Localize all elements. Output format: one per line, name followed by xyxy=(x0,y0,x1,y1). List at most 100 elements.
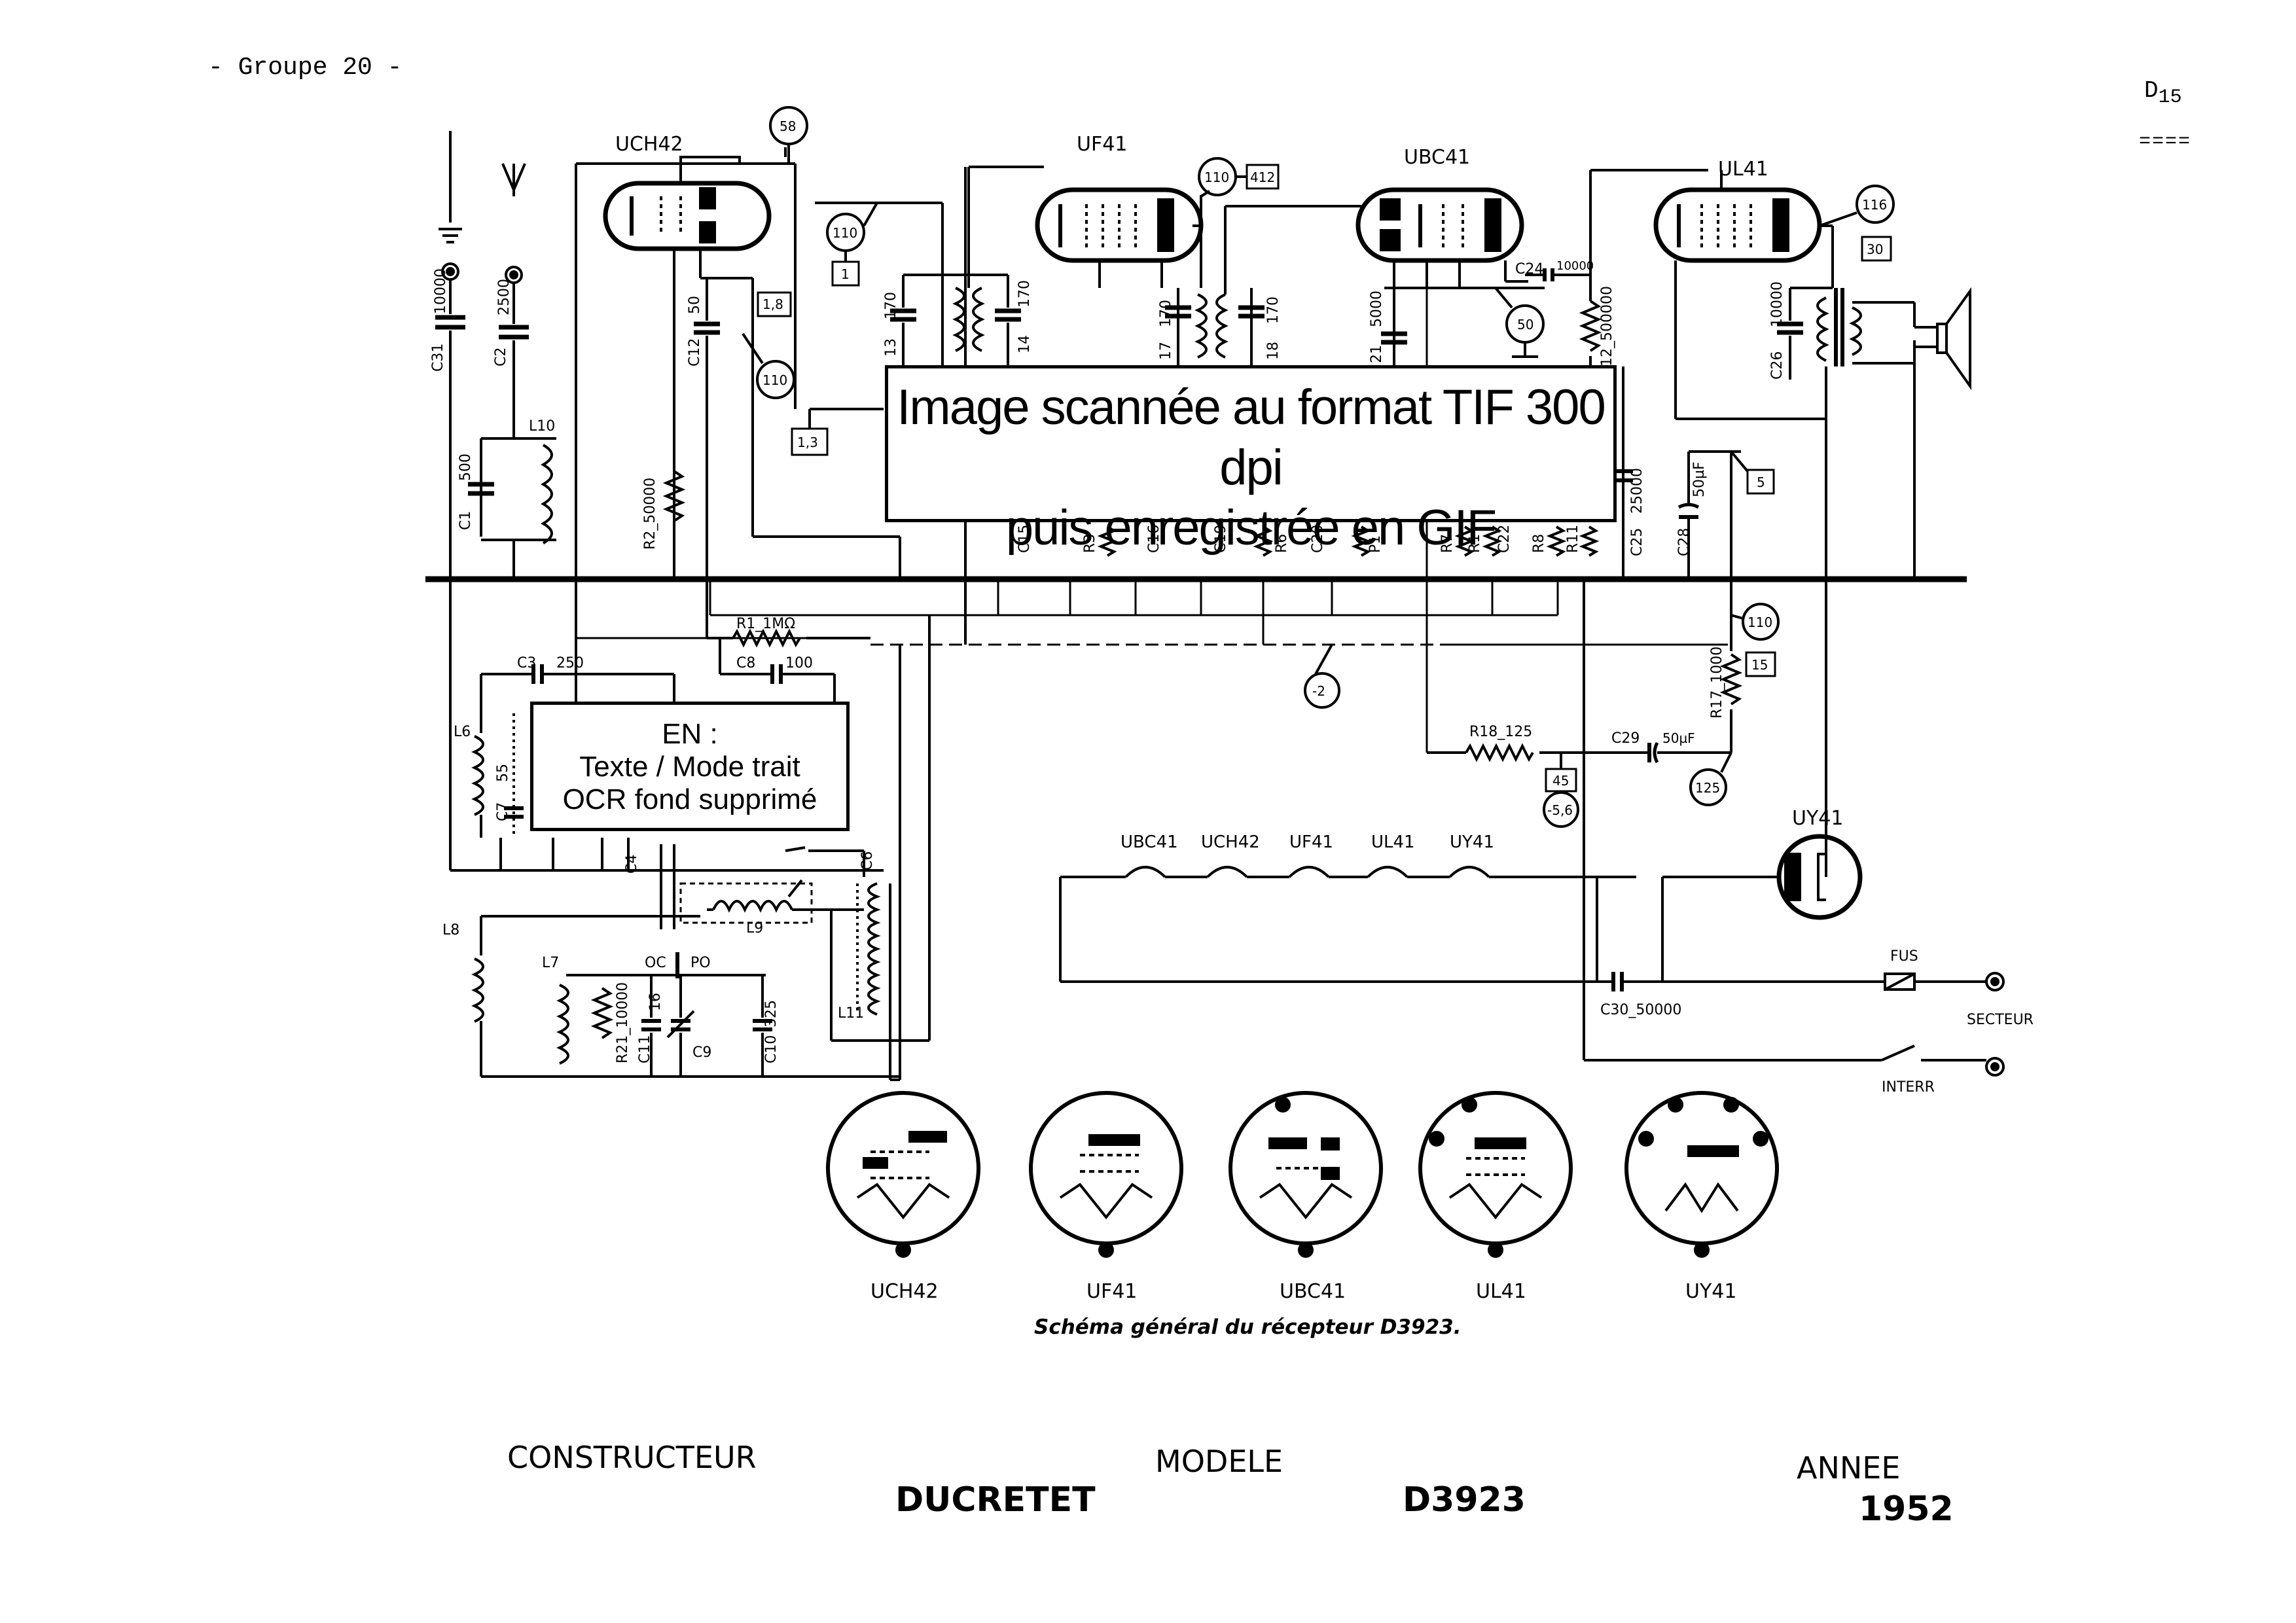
r18-label: R18_125 xyxy=(1469,724,1532,740)
scan-notice-line1: Image scannée au format TIF 300 dpi xyxy=(897,380,1605,495)
wavechange-section: L8 L7 R21_10000 16 C11 C9 OC PO 325 C10 xyxy=(442,915,900,1078)
c3-value: 250 xyxy=(556,655,584,671)
annee-value: 1952 xyxy=(1859,1489,1954,1529)
base-uf41: UF41 xyxy=(1029,1091,1183,1303)
ul41-tube-label: UL41 xyxy=(1718,158,1768,181)
page-ref-letter: D xyxy=(2144,77,2159,104)
marker-minus-2: -2 xyxy=(1304,644,1340,709)
r1b-label: R1 xyxy=(1467,534,1483,553)
modele-value: D3923 xyxy=(1403,1480,1526,1520)
oc-label: OC xyxy=(645,955,666,971)
c31-value: 10000 xyxy=(433,268,449,314)
r11-label: R11 xyxy=(1565,525,1581,553)
c6-label: C6 xyxy=(859,851,876,870)
page-ref-number: 15 xyxy=(2158,86,2182,109)
c4-label: C4 xyxy=(624,855,640,874)
c26-label: C26 xyxy=(1769,351,1785,380)
c14-label: 14 xyxy=(1016,335,1033,353)
c1-value: 500 xyxy=(457,454,474,481)
l9-label: L9 xyxy=(746,920,763,936)
c11-value: 16 xyxy=(647,993,664,1011)
marker-110b: 110 xyxy=(1204,169,1229,185)
c28-value: 50µF xyxy=(1691,461,1708,497)
c25-value: 25000 xyxy=(1629,468,1645,514)
base-ubc41-label: UBC41 xyxy=(1280,1280,1346,1303)
c25-c28-section: 25000 C25 50µF C28 5 xyxy=(1613,366,1775,579)
filament-uf41: UF41 xyxy=(1289,832,1333,852)
c21-value: 5000 xyxy=(1369,291,1385,327)
tube-bases: UCH42 UF41 UBC41 xyxy=(826,1091,1779,1303)
c24-value: 10000 xyxy=(1556,259,1594,273)
filament-chain: UBC41 UCH42 UF41 UL41 UY41 xyxy=(1059,579,1664,1060)
marker-125: 125 xyxy=(1695,780,1720,796)
c1-label: C1 xyxy=(457,511,474,530)
c13-value: 170 xyxy=(883,292,899,319)
marker-1: 1 xyxy=(841,266,850,282)
c25-label: C25 xyxy=(1629,528,1645,556)
c19-label: C19 xyxy=(1213,525,1229,553)
c24-label: C24 xyxy=(1515,261,1543,277)
base-uy41: UY41 xyxy=(1624,1091,1779,1303)
page-reference: D15 xyxy=(2144,77,2182,109)
r2-label: R2_50000 xyxy=(642,478,658,550)
if1-section: 110 1 170 13 170 14 xyxy=(815,166,1044,366)
power-section: R18_125 45 -5,6 C29 50µF R17_1000 110 15… xyxy=(1427,579,1827,877)
l6-label: L6 xyxy=(454,724,471,740)
ubc41-stage: UBC41 5000 21 50 C24 10000 12_500000 xyxy=(1355,146,1708,366)
r12-label: 12_500000 xyxy=(1599,286,1615,366)
marker-412: 412 xyxy=(1250,169,1275,185)
marker-1-3: 1,3 xyxy=(797,435,818,450)
r8-label: R8 xyxy=(1531,534,1547,553)
c21-label: 21 xyxy=(1369,345,1385,363)
base-uy41-label: UY41 xyxy=(1685,1280,1736,1303)
c8-label: C8 xyxy=(736,655,755,671)
modele-label: MODELE xyxy=(1155,1444,1283,1479)
marker-50: 50 xyxy=(1517,317,1534,332)
c3-label: C3 xyxy=(517,655,536,671)
constructeur-value: DUCRETET xyxy=(895,1480,1096,1520)
base-uch42: UCH42 xyxy=(826,1091,980,1303)
page-ref-underline: ==== xyxy=(2139,131,2192,153)
uf41-stage: UF41 110 412 170 17 170 18 xyxy=(964,133,1361,645)
l10-label: L10 xyxy=(529,418,555,435)
marker-15: 15 xyxy=(1751,657,1768,673)
base-uch42-label: UCH42 xyxy=(870,1280,939,1303)
r3-label: R3 xyxy=(1082,534,1098,553)
marker-110c: 110 xyxy=(762,372,787,388)
constructeur-label: CONSTRUCTEUR xyxy=(507,1440,757,1475)
secteur-label: SECTEUR xyxy=(1967,1012,2034,1028)
schematic-caption: Schéma général du récepteur D3923. xyxy=(1034,1315,1462,1339)
uch42-stage: 58 UCH42 R2_50000 C12 50 1,8 110 1,3 xyxy=(575,106,901,805)
c29-label: C29 xyxy=(1611,730,1640,747)
c10-label: C10 xyxy=(763,1035,780,1063)
c8-value: 100 xyxy=(785,655,813,671)
marker-110a: 110 xyxy=(833,225,857,241)
l11-label: L11 xyxy=(838,1005,864,1022)
rf-input-section: R1_1MΩ C3 250 C8 100 L6 C7 55 xyxy=(450,615,884,872)
ul41-stage: UL41 116 30 10000 C26 xyxy=(1653,158,1971,753)
uch42-tube-label: UCH42 xyxy=(615,133,683,156)
c2-value: 2500 xyxy=(496,279,512,315)
c13-label: 13 xyxy=(883,338,899,357)
c26-value: 10000 xyxy=(1769,281,1785,327)
c30-label: C30_50000 xyxy=(1600,1002,1681,1018)
c18-value: 170 xyxy=(1265,296,1282,324)
antenna-section: 10000 C31 2500 C2 500 C1 L10 xyxy=(430,131,556,870)
marker-30: 30 xyxy=(1867,241,1883,257)
l7-label: L7 xyxy=(542,955,559,971)
c17-value: 170 xyxy=(1158,300,1174,327)
l8-label: L8 xyxy=(442,922,459,938)
ocr-notice-line3: OCR fond supprimé xyxy=(562,783,817,815)
base-ubc41: UBC41 xyxy=(1229,1091,1383,1303)
c20-label: C20 xyxy=(1310,525,1326,553)
r1-label: R1_1MΩ xyxy=(736,616,795,632)
c14-value: 170 xyxy=(1016,280,1033,308)
marker-minus-5-6: -5,6 xyxy=(1547,802,1573,818)
bus-components: C15 R3 C16 C19 R6 C20 P1 R7 R1 C22 R8 R1… xyxy=(1016,525,1600,557)
c17-label: 17 xyxy=(1158,342,1174,360)
c16-label: C16 xyxy=(1146,525,1162,553)
base-ul41: UL41 xyxy=(1418,1091,1573,1303)
filament-uy41: UY41 xyxy=(1450,832,1494,852)
c18-label: 18 xyxy=(1265,342,1282,360)
